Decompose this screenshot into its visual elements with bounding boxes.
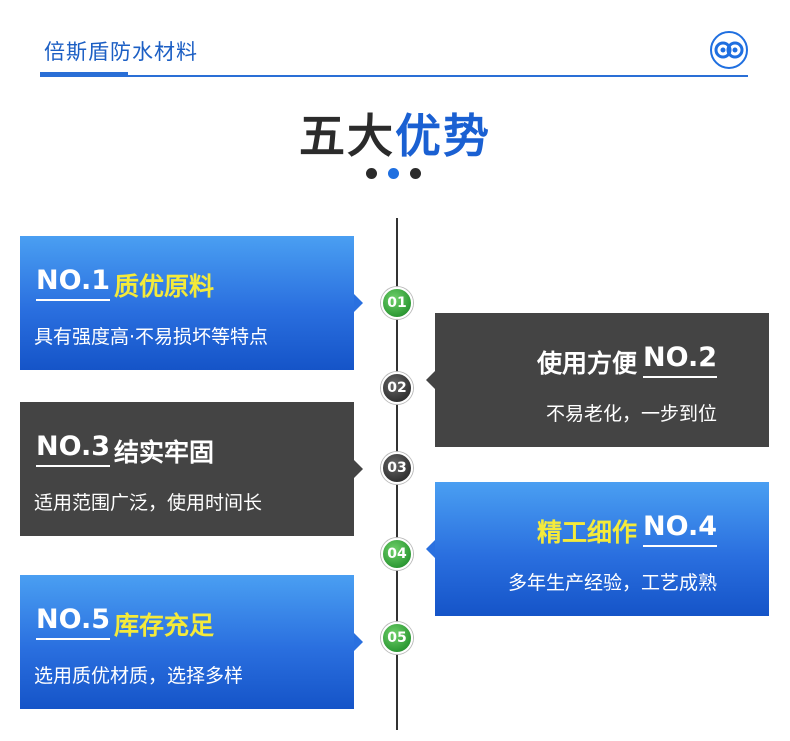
card-number: NO.5 xyxy=(36,605,110,640)
timeline-badge-1: 01 xyxy=(381,287,413,319)
advantage-card-2: NO.2 使用方便 不易老化，一步到位 xyxy=(426,313,769,447)
header-rule xyxy=(40,75,748,77)
timeline-badge-4: 04 xyxy=(381,538,413,570)
card-heading: 质优原料 xyxy=(114,272,215,301)
card-number: NO.4 xyxy=(643,512,717,547)
card-arrow xyxy=(354,460,363,478)
brand-logo-icon xyxy=(710,31,748,69)
card-arrow xyxy=(354,633,363,651)
card-heading: 精工细作 xyxy=(536,518,637,547)
card-number: NO.3 xyxy=(36,432,110,467)
timeline-badge-5: 05 xyxy=(381,622,413,654)
card-arrow xyxy=(426,540,435,558)
advantage-card-1: NO.1 质优原料 具有强度高·不易损坏等特点 xyxy=(20,236,363,370)
title-part-dark: 五大 xyxy=(299,109,395,163)
title-part-blue: 优势 xyxy=(395,109,491,163)
advantage-card-3: NO.3 结实牢固 适用范围广泛，使用时间长 xyxy=(20,402,363,536)
card-heading: 库存充足 xyxy=(114,611,215,640)
card-arrow xyxy=(354,294,363,312)
advantage-card-5: NO.5 库存充足 选用质优材质，选择多样 xyxy=(20,575,363,709)
card-description: 多年生产经验，工艺成熟 xyxy=(507,572,717,594)
card-description: 选用质优材质，选择多样 xyxy=(34,665,244,687)
card-description: 不易老化，一步到位 xyxy=(545,403,717,425)
dot-active xyxy=(388,168,399,179)
card-number: NO.1 xyxy=(36,266,110,301)
card-heading: 结实牢固 xyxy=(114,438,215,467)
card-description: 具有强度高·不易损坏等特点 xyxy=(34,326,269,348)
brand-name: 倍斯盾防水材料 xyxy=(44,40,198,64)
page-title: 五大优势 xyxy=(0,100,790,166)
header-rule-accent xyxy=(40,72,128,77)
timeline-badge-2: 02 xyxy=(381,372,413,404)
card-arrow xyxy=(426,371,435,389)
advantage-card-4: NO.4 精工细作 多年生产经验，工艺成熟 xyxy=(426,482,769,616)
card-heading: 使用方便 xyxy=(536,349,637,378)
card-number: NO.2 xyxy=(643,343,717,378)
dot xyxy=(366,168,377,179)
card-description: 适用范围广泛，使用时间长 xyxy=(34,492,263,514)
timeline-badge-3: 03 xyxy=(381,452,413,484)
dot xyxy=(410,168,421,179)
